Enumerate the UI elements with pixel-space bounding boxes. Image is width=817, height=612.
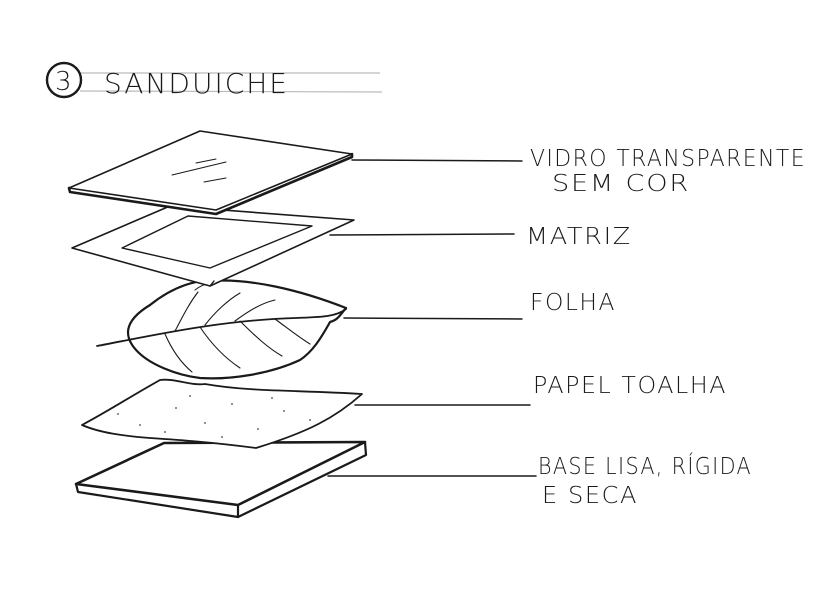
layer-paper-towel <box>82 380 362 448</box>
leader-lines <box>328 160 536 476</box>
base-fill <box>76 443 366 517</box>
title-number: 3 <box>55 67 73 97</box>
leader-matrix <box>330 234 514 235</box>
leader-glass <box>352 160 522 161</box>
title-text: SANDUICHE <box>104 67 289 100</box>
layer-glass <box>69 131 352 214</box>
glass-fill <box>69 131 352 214</box>
layer-matrix <box>72 206 354 286</box>
leader-leaf <box>344 318 522 319</box>
label-leaf: FOLHA <box>530 290 616 316</box>
label-base-line-2: E SECA <box>542 483 638 509</box>
label-glass-line-2: SEM COR <box>552 171 690 197</box>
label-paper-towel: PAPEL TOALHA <box>533 373 727 399</box>
labels: VIDRO TRANSPARENTE SEM COR MATRIZ FOLHA … <box>526 146 806 509</box>
label-glass-line-1: VIDRO TRANSPARENTE <box>530 146 806 172</box>
title-group: 3 SANDUICHE <box>47 63 382 100</box>
label-base-line-1: BASE LISA, RÍGIDA <box>538 452 752 480</box>
layer-leaf <box>97 281 346 379</box>
label-matrix: MATRIZ <box>526 224 632 250</box>
layer-base <box>76 442 366 517</box>
